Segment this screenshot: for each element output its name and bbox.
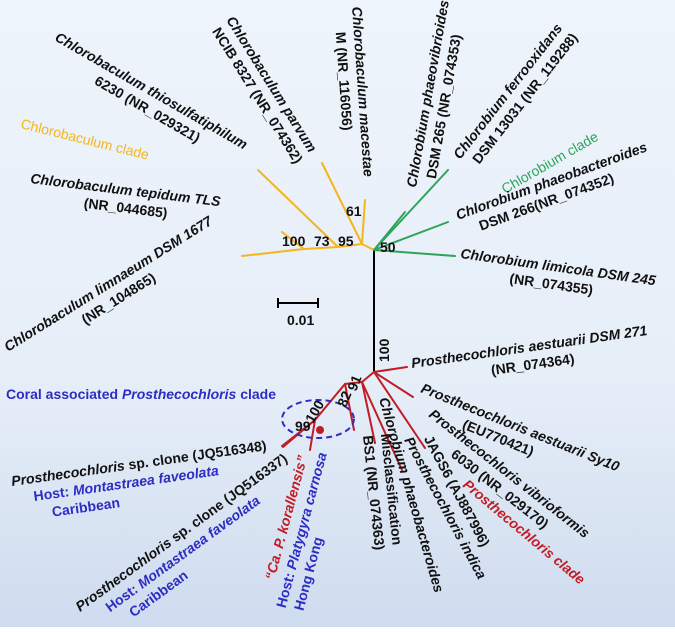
coral-clade-genus: Prosthecochloris <box>122 386 237 402</box>
taxon-parvum: Chlorobaculum parvum NCIB 8327 (NR_07436… <box>209 13 320 166</box>
chlorobaculum-branches <box>241 162 375 257</box>
bootstrap-label: 95 <box>338 233 354 249</box>
scale-bar <box>277 298 319 308</box>
chlorobaculum-clade-label: Chlorobaculum clade <box>19 115 151 162</box>
bootstrap-label: 73 <box>314 233 330 249</box>
taxon-limnaeum: Chlorobaculum limnaeum DSM 1677 (NR_1048… <box>1 212 216 354</box>
chlorobium-branches <box>373 169 456 257</box>
taxon-tepidum: Chlorobaculum tepidum TLS (NR_044685) <box>30 170 223 221</box>
coral-clade-prefix: Coral associated <box>6 386 122 402</box>
taxon-host: Host: Montastraea faveolata <box>102 492 263 615</box>
tree-branches <box>241 162 456 471</box>
bootstrap-label: 99 <box>295 418 311 434</box>
taxon-macestae: Chlorobaculum macestae M (NR_116056) <box>333 6 377 177</box>
taxon-name: Chlorobium ferrooxidans <box>450 20 566 162</box>
taxon-limicola: Chlorobium limicola DSM 245 (NR_074355) <box>460 245 657 298</box>
bootstrap-label: 100 <box>376 338 392 362</box>
coral-clade-suffix: clade <box>236 386 276 402</box>
taxon-name: Chlorobaculum limnaeum DSM 1677 <box>1 212 216 354</box>
scale-bar-label: 0.01 <box>287 312 314 328</box>
host-prefix: Host: <box>33 483 75 504</box>
bootstrap-label: 61 <box>346 203 362 219</box>
taxon-accession: M (NR_116056) <box>333 31 356 131</box>
bootstrap-label: 82 <box>334 388 355 409</box>
bootstrap-label: 100 <box>282 233 306 249</box>
taxon-aestuarii-271: Prosthecochloris aestuarii DSM 271 (NR_0… <box>410 322 648 378</box>
taxon-phaeovibrioides: Chlorobium phaeovibrioides DSM 265 (NR_0… <box>403 0 464 189</box>
coral-clade-ellipse <box>281 399 355 439</box>
bootstrap-label: 50 <box>380 239 396 255</box>
prosthecochloris-branches <box>281 366 426 471</box>
coral-node-marker <box>316 426 324 434</box>
coral-clade-label: Coral associated Prosthecochloris clade <box>6 386 276 402</box>
taxon-labels: Chlorobaculum thiosulfatiphilum 6230 (NR… <box>1 0 657 620</box>
bootstrap-label: 91 <box>344 372 365 393</box>
